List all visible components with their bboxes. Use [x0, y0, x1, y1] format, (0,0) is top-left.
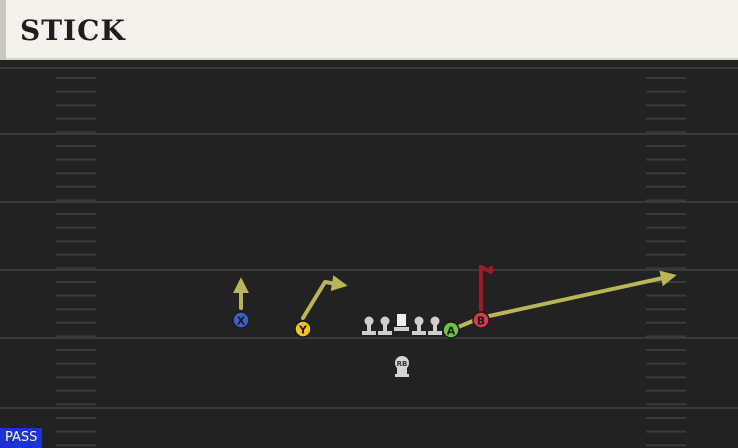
lineman	[412, 316, 426, 335]
play-mode-badge: PASS	[0, 428, 43, 448]
lineman	[362, 316, 376, 335]
receiver-x-label: X	[237, 315, 246, 328]
play-title: STICK	[20, 14, 126, 47]
receiver-y-marker	[294, 320, 312, 338]
rb-label: RB	[397, 360, 408, 368]
receiver-a-marker	[442, 321, 460, 339]
play-header: STICK	[0, 0, 738, 60]
receiver-a[interactable]: A	[442, 321, 460, 339]
receiver-b-marker	[472, 311, 490, 329]
receiver-x[interactable]: X	[232, 311, 250, 329]
routes	[233, 265, 677, 332]
lineman	[428, 316, 442, 335]
receiver-a-label: A	[447, 325, 456, 338]
route-y-arrow	[301, 275, 348, 320]
receiver-b-label: B	[477, 315, 485, 328]
receiver-b[interactable]: B	[472, 311, 490, 329]
receiver-y-label: Y	[298, 324, 308, 337]
receiver-y[interactable]: Y	[294, 320, 312, 338]
receiver-x-marker	[232, 311, 250, 329]
hash-marks	[56, 77, 686, 447]
header-accent	[0, 0, 6, 60]
play-diagram: RB X Y A B	[0, 67, 738, 447]
lineman	[378, 316, 392, 335]
running-back: RB	[395, 356, 409, 377]
offensive-line	[362, 316, 442, 335]
route-b-option-flag	[479, 265, 493, 274]
center-lineman	[394, 314, 409, 331]
yard-lines	[0, 67, 738, 409]
